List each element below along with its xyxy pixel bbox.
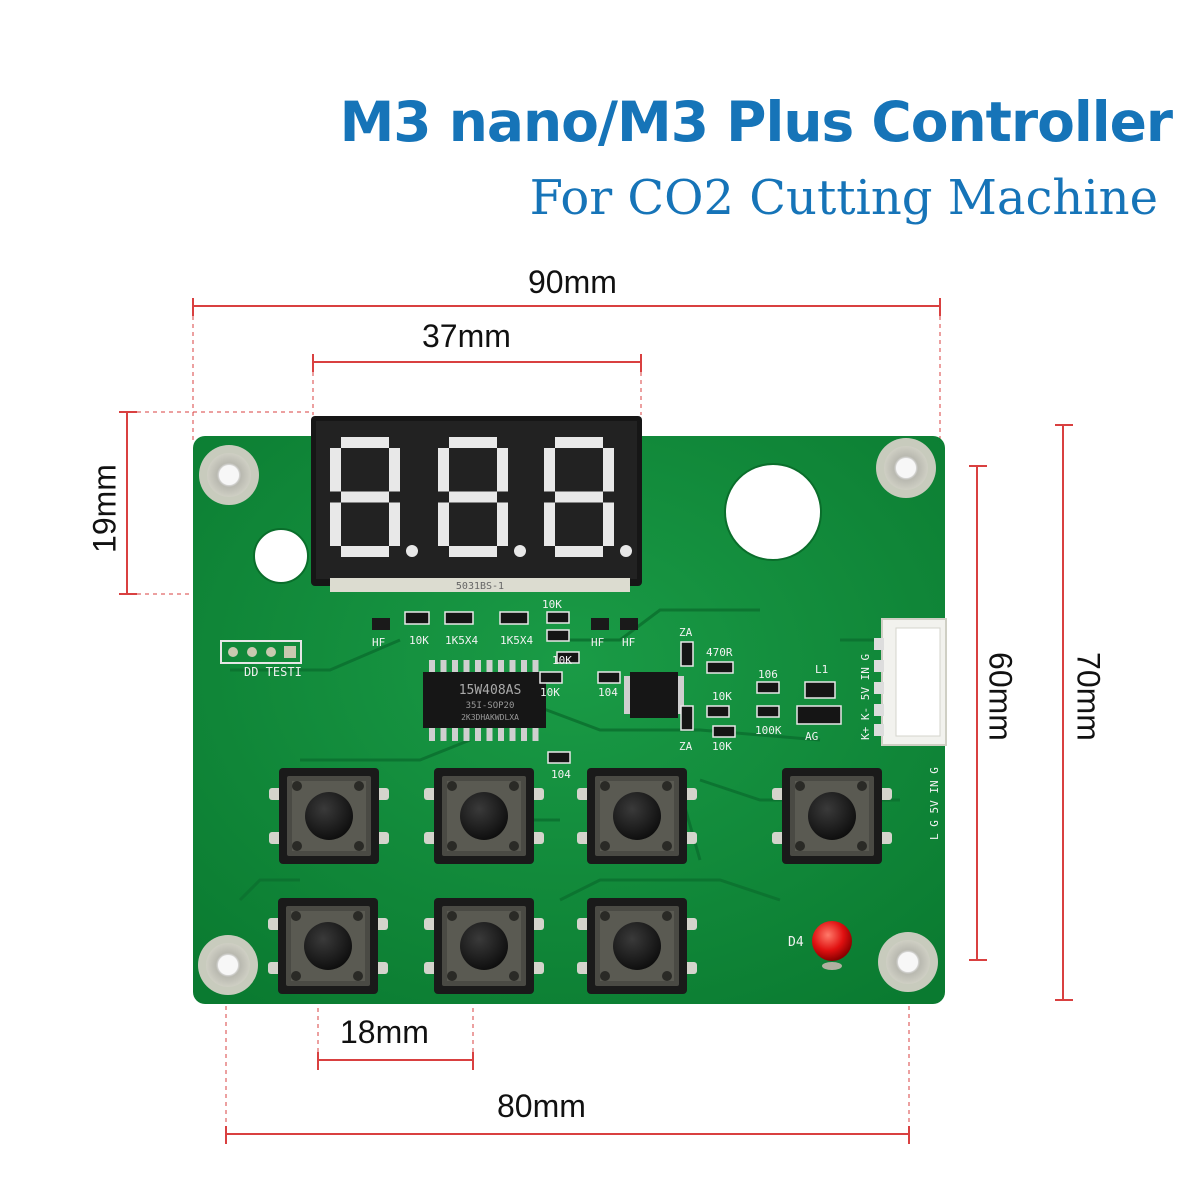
tactile-button <box>424 768 544 864</box>
label-104-b: 104 <box>551 768 571 781</box>
display-part-number: 5031BS-1 <box>456 581 504 592</box>
silkscreen-labels: HF 10K 1K5X4 1K5X4 10K 10K 10K 104 HF HF… <box>372 598 828 950</box>
connector-top-label: K+ K- 5V IN G <box>859 654 872 740</box>
mounting-hole-bottom-left <box>198 935 258 995</box>
label-d4: D4 <box>788 935 804 950</box>
tactile-button <box>424 898 544 994</box>
product-title: M3 nano/M3 Plus Controller <box>339 90 1173 154</box>
mounting-hole-bottom-right <box>878 932 938 992</box>
test-header-label: DD TESTI <box>244 665 302 679</box>
label-10k-b: 10K <box>542 598 562 611</box>
tactile-button <box>577 768 697 864</box>
microcontroller-chip: 15W408AS 35I-SOP20 2K3DHAKWDLXA <box>423 660 546 741</box>
label-10k-c: 10K <box>552 654 572 667</box>
chip-text-1: 15W408AS <box>459 683 522 698</box>
label-za-b: ZA <box>679 740 693 753</box>
label-za-a: ZA <box>679 626 693 639</box>
label-hf-c: HF <box>622 636 635 649</box>
display-digit <box>438 437 526 557</box>
dim-button-pitch: 18mm <box>340 1014 429 1050</box>
label-l1: L1 <box>815 663 828 676</box>
label-10k-e: 10K <box>712 690 732 703</box>
label-1k5-a: 1K5X4 <box>445 634 478 647</box>
status-led <box>812 921 852 970</box>
label-hf-a: HF <box>372 636 385 649</box>
chip-text-2: 35I-SOP20 <box>466 701 515 711</box>
driver-chip <box>624 672 684 718</box>
mounting-cutout-large <box>724 463 822 561</box>
label-104-a: 104 <box>598 686 618 699</box>
label-1k5-b: 1K5X4 <box>500 634 533 647</box>
label-106: 106 <box>758 668 778 681</box>
power-connector: K+ K- 5V IN G L G 5V IN G <box>859 618 947 840</box>
tactile-buttons <box>268 768 892 994</box>
label-hf-b: HF <box>591 636 604 649</box>
label-10k-d: 10K <box>540 686 560 699</box>
display-digit <box>330 437 418 557</box>
dim-board-width: 90mm <box>528 264 617 300</box>
product-subtitle: For CO2 Cutting Machine <box>529 170 1158 226</box>
smd-components <box>372 611 842 764</box>
label-10k-a: 10K <box>409 634 429 647</box>
label-470r: 470R <box>706 646 733 659</box>
display-digit <box>544 437 632 557</box>
dim-connector-span: 60mm <box>982 652 1019 741</box>
dim-display-height: 19mm <box>86 464 123 553</box>
tactile-button <box>577 898 697 994</box>
label-ag: AG <box>805 730 818 743</box>
dim-display-width: 37mm <box>422 318 511 354</box>
label-10k-f: 10K <box>712 740 732 753</box>
mounting-cutout-small <box>253 528 309 584</box>
test-header: DD TESTI <box>220 640 302 679</box>
tactile-button <box>269 768 389 864</box>
connector-bottom-label: L G 5V IN G <box>928 767 941 840</box>
label-100k: 100K <box>755 724 782 737</box>
seven-segment-display: 5031BS-1 <box>311 416 642 592</box>
dimension-lines <box>119 298 1073 1144</box>
dim-board-height: 70mm <box>1070 652 1107 741</box>
chip-text-3: 2K3DHAKWDLXA <box>461 713 519 722</box>
tactile-button <box>268 898 388 994</box>
dim-hole-spacing: 80mm <box>497 1088 586 1124</box>
mounting-hole-top-right <box>876 438 936 498</box>
mounting-hole-top-left <box>199 445 259 505</box>
tactile-button <box>772 768 892 864</box>
